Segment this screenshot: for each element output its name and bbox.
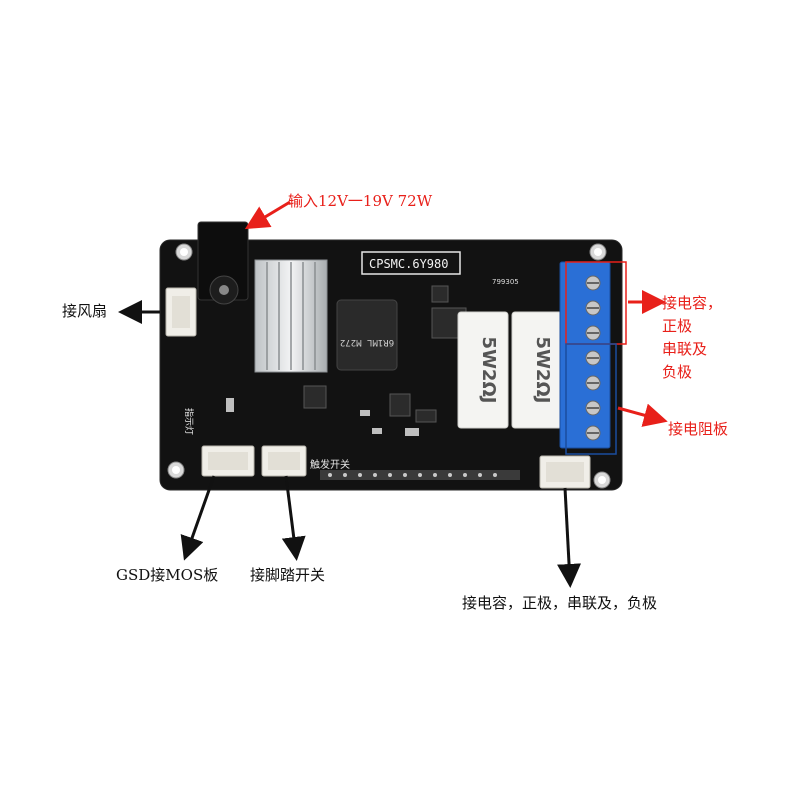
- inductor: 6R1ML M272: [336, 299, 398, 371]
- model-silkscreen: CPSMC.6Y980: [369, 257, 448, 271]
- fan-connector: [165, 287, 197, 337]
- foot-switch-connector: [261, 445, 307, 477]
- capacitor-label-line-4: 负极: [662, 363, 693, 381]
- screw-terminal-block: [559, 261, 611, 449]
- capacitor-label-line-3: 串联及: [662, 340, 708, 358]
- bottom-capacitor-label: 接电容，正极，串联及，负极: [462, 594, 658, 612]
- power-resistor-1: 5W2ΩJ: [457, 311, 509, 429]
- side-silkscreen: 指示灯: [183, 408, 195, 435]
- resistor-board-label: 接电阻板: [668, 420, 729, 438]
- gsd-mos-label: GSD接MOS板: [116, 566, 219, 584]
- resistor-1-marking: 5W2ΩJ: [478, 337, 499, 404]
- trigger-switch-silkscreen: 触发开关: [310, 458, 350, 471]
- input-voltage-label: 输入12V一19V 72W: [288, 192, 433, 210]
- heatsink: [254, 259, 328, 373]
- bottom-arrow: [557, 487, 582, 588]
- power-resistor-2: 5W2ΩJ: [511, 311, 563, 429]
- resistor-arrow: [617, 403, 668, 427]
- fan-label: 接风扇: [62, 302, 108, 320]
- resistor-2-marking: 5W2ΩJ: [532, 337, 553, 404]
- foot-switch-label: 接脚踏开关: [250, 566, 326, 584]
- inductor-marking: 6R1ML M272: [340, 337, 394, 347]
- capacitor-label-line-1: 接电容，: [662, 294, 723, 312]
- foot-arrow: [281, 475, 306, 561]
- small-smd-parts: [226, 398, 419, 436]
- gsd-arrow: [180, 475, 216, 561]
- capacitor-connector: [539, 455, 591, 489]
- dc-power-jack: [197, 221, 249, 305]
- gsd-connector: [201, 445, 255, 477]
- resistor-terminals-highlight: [565, 343, 617, 455]
- input-arrow: [244, 200, 291, 230]
- small-code-silkscreen: 799305: [492, 278, 519, 286]
- capacitor-label-line-2: 正极: [662, 317, 693, 335]
